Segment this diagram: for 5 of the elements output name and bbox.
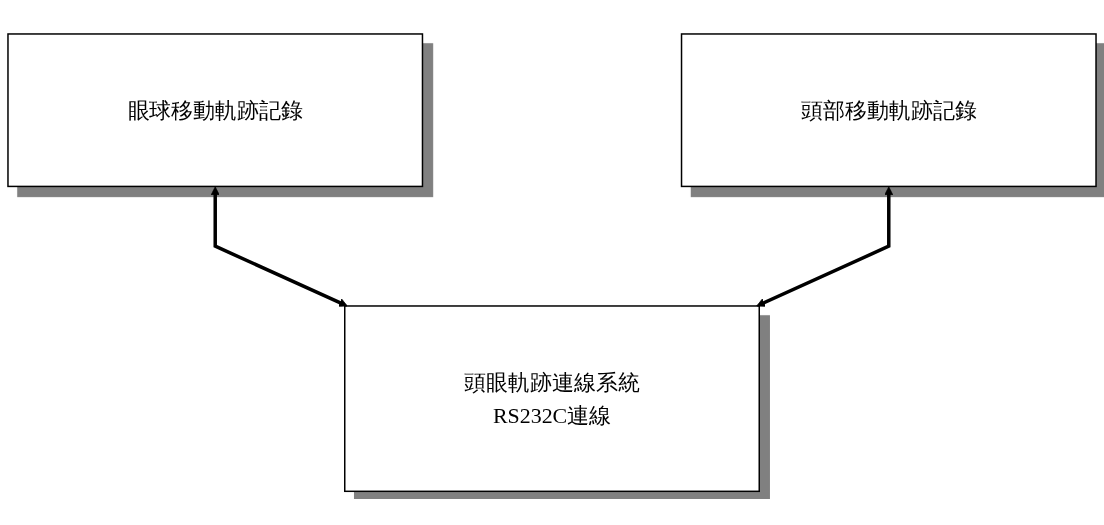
node-box: 頭部移動軌跡記錄 xyxy=(680,33,1097,188)
arrow xyxy=(756,186,894,307)
node-box: 頭眼軌跡連線系統 RS232C連線 xyxy=(344,305,760,492)
node-box: 眼球移動軌跡記錄 xyxy=(7,33,424,188)
arrow xyxy=(210,186,348,307)
